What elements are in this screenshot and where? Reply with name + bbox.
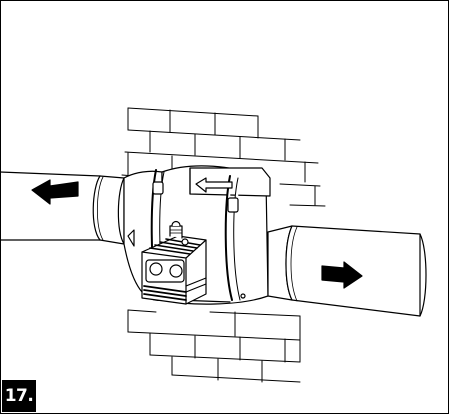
arrow-left-icon [31, 179, 79, 205]
arrow-right-icon [321, 261, 363, 289]
airflow-arrow-icon [195, 177, 233, 193]
control-box [141, 220, 207, 305]
left-duct-pipe [0, 171, 125, 245]
brick-wall [121, 107, 326, 383]
step-number-badge: 17. [2, 380, 36, 412]
